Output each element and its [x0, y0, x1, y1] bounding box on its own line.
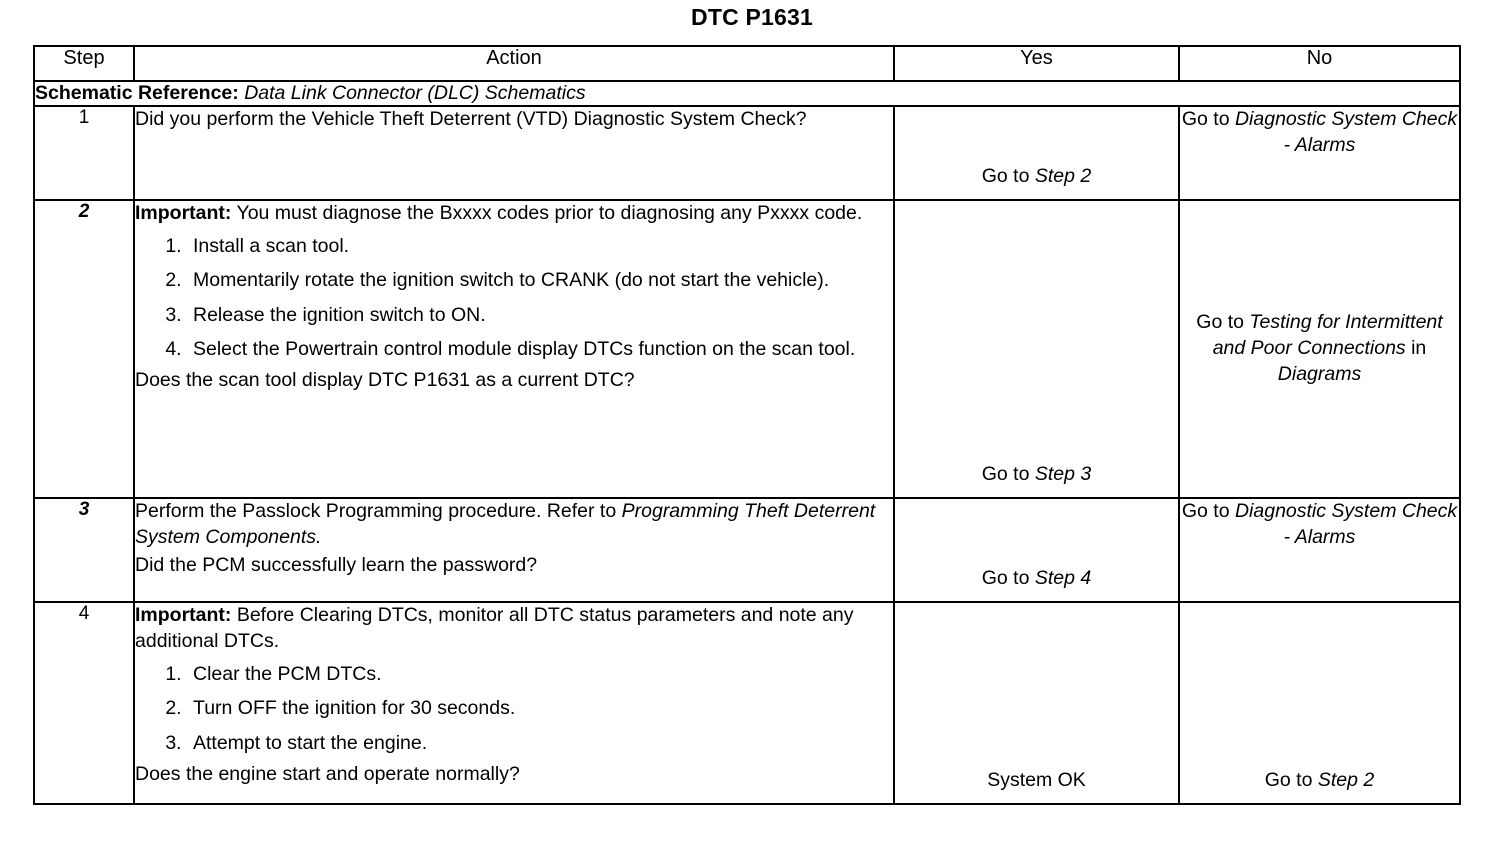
diagnostic-table: Step Action Yes No Schematic Reference: … [33, 45, 1461, 805]
action-paragraph: Did you perform the Vehicle Theft Deterr… [135, 108, 807, 130]
column-header-action: Action [133, 45, 895, 82]
answer-reference: Diagnostic System Check - Alarms [1234, 108, 1458, 156]
action-question: Did the PCM successfully learn the passw… [135, 553, 538, 576]
step-action: Important: Before Clearing DTCs, monitor… [133, 601, 895, 805]
table-header-row: Step Action Yes No [33, 45, 1461, 82]
action-step-list: Clear the PCM DTCs. Turn OFF the ignitio… [135, 662, 893, 756]
table-row: 4 Important: Before Clearing DTCs, monit… [33, 601, 1461, 805]
step-number: 4 [33, 601, 135, 805]
answer-prefix: Go to [1181, 500, 1235, 522]
step-action: Perform the Passlock Programming procedu… [133, 497, 895, 603]
column-header-step: Step [33, 45, 135, 82]
page-title: DTC P1631 [691, 4, 813, 30]
step-action: Did you perform the Vehicle Theft Deterr… [133, 105, 895, 201]
table-row: 3 Perform the Passlock Programming proce… [33, 497, 1461, 603]
action-paragraph: Perform the Passlock Programming procedu… [135, 499, 893, 551]
important-label: Important: [135, 202, 232, 224]
answer-reference-secondary: Diagrams [1277, 362, 1362, 385]
answer-reference: Diagnostic System Check - Alarms [1234, 500, 1458, 548]
answer-prefix: Go to [1181, 108, 1235, 130]
step-no-answer: Go to Step 2 [1178, 601, 1461, 805]
step-number: 2 [33, 199, 135, 499]
table-row: 1 Did you perform the Vehicle Theft Dete… [33, 105, 1461, 201]
answer-reference: Step 2 [1034, 165, 1092, 188]
step-yes-answer: Go to Step 2 [893, 105, 1180, 201]
list-item: Release the ignition switch to ON. [187, 303, 893, 328]
step-number: 3 [33, 497, 135, 603]
action-paragraph-reference: Programming Theft Deterrent System Compo… [135, 500, 876, 548]
answer-reference: Step 2 [1317, 769, 1375, 792]
important-text: Before Clearing DTCs, monitor all DTC st… [135, 604, 854, 652]
step-no-answer: Go to Testing for Intermittent and Poor … [1178, 199, 1461, 499]
table-row: 2 Important: You must diagnose the Bxxxx… [33, 199, 1461, 499]
list-item: Install a scan tool. [187, 234, 893, 259]
action-step-list: Install a scan tool. Momentarily rotate … [135, 234, 893, 362]
step-yes-answer: Go to Step 4 [893, 497, 1180, 603]
step-yes-answer: Go to Step 3 [893, 199, 1180, 499]
step-number: 1 [33, 105, 135, 201]
answer-reference: Step 3 [1034, 463, 1092, 486]
list-item: Momentarily rotate the ignition switch t… [187, 268, 893, 293]
step-no-answer: Go to Diagnostic System Check - Alarms [1178, 105, 1461, 201]
answer-reference: Testing for Intermittent and Poor Connec… [1212, 311, 1443, 360]
answer-prefix: Go to [981, 567, 1035, 590]
important-text: You must diagnose the Bxxxx codes prior … [231, 202, 863, 224]
list-item: Clear the PCM DTCs. [187, 662, 893, 687]
action-important: Important: You must diagnose the Bxxxx c… [135, 201, 893, 227]
step-no-answer: Go to Diagnostic System Check - Alarms [1178, 497, 1461, 603]
step-action: Important: You must diagnose the Bxxxx c… [133, 199, 895, 499]
answer-prefix: Go to [981, 165, 1035, 188]
step-yes-answer: System OK [893, 601, 1180, 805]
answer-connector: in [1405, 337, 1427, 360]
schematic-reference-row: Schematic Reference: Data Link Connector… [33, 80, 1461, 107]
answer-reference: Step 4 [1034, 567, 1092, 590]
answer-prefix: Go to [1264, 769, 1318, 792]
action-paragraph-text: Perform the Passlock Programming procedu… [135, 500, 622, 522]
list-item: Select the Powertrain control module dis… [187, 337, 893, 362]
list-item: Attempt to start the engine. [187, 731, 893, 756]
answer-prefix: Go to [981, 463, 1035, 486]
answer-prefix: Go to [1196, 311, 1250, 334]
schematic-reference-value: Data Link Connector (DLC) Schematics [244, 82, 586, 104]
list-item: Turn OFF the ignition for 30 seconds. [187, 696, 893, 721]
column-header-no: No [1178, 45, 1461, 82]
action-important: Important: Before Clearing DTCs, monitor… [135, 603, 893, 655]
important-label: Important: [135, 604, 232, 626]
answer-prefix: System OK [987, 769, 1086, 792]
action-question: Does the engine start and operate normal… [135, 762, 520, 785]
schematic-reference-cell: Schematic Reference: Data Link Connector… [33, 80, 1461, 107]
schematic-reference-label: Schematic Reference: [35, 82, 239, 104]
action-question: Does the scan tool display DTC P1631 as … [135, 369, 635, 392]
column-header-yes: Yes [893, 45, 1180, 82]
